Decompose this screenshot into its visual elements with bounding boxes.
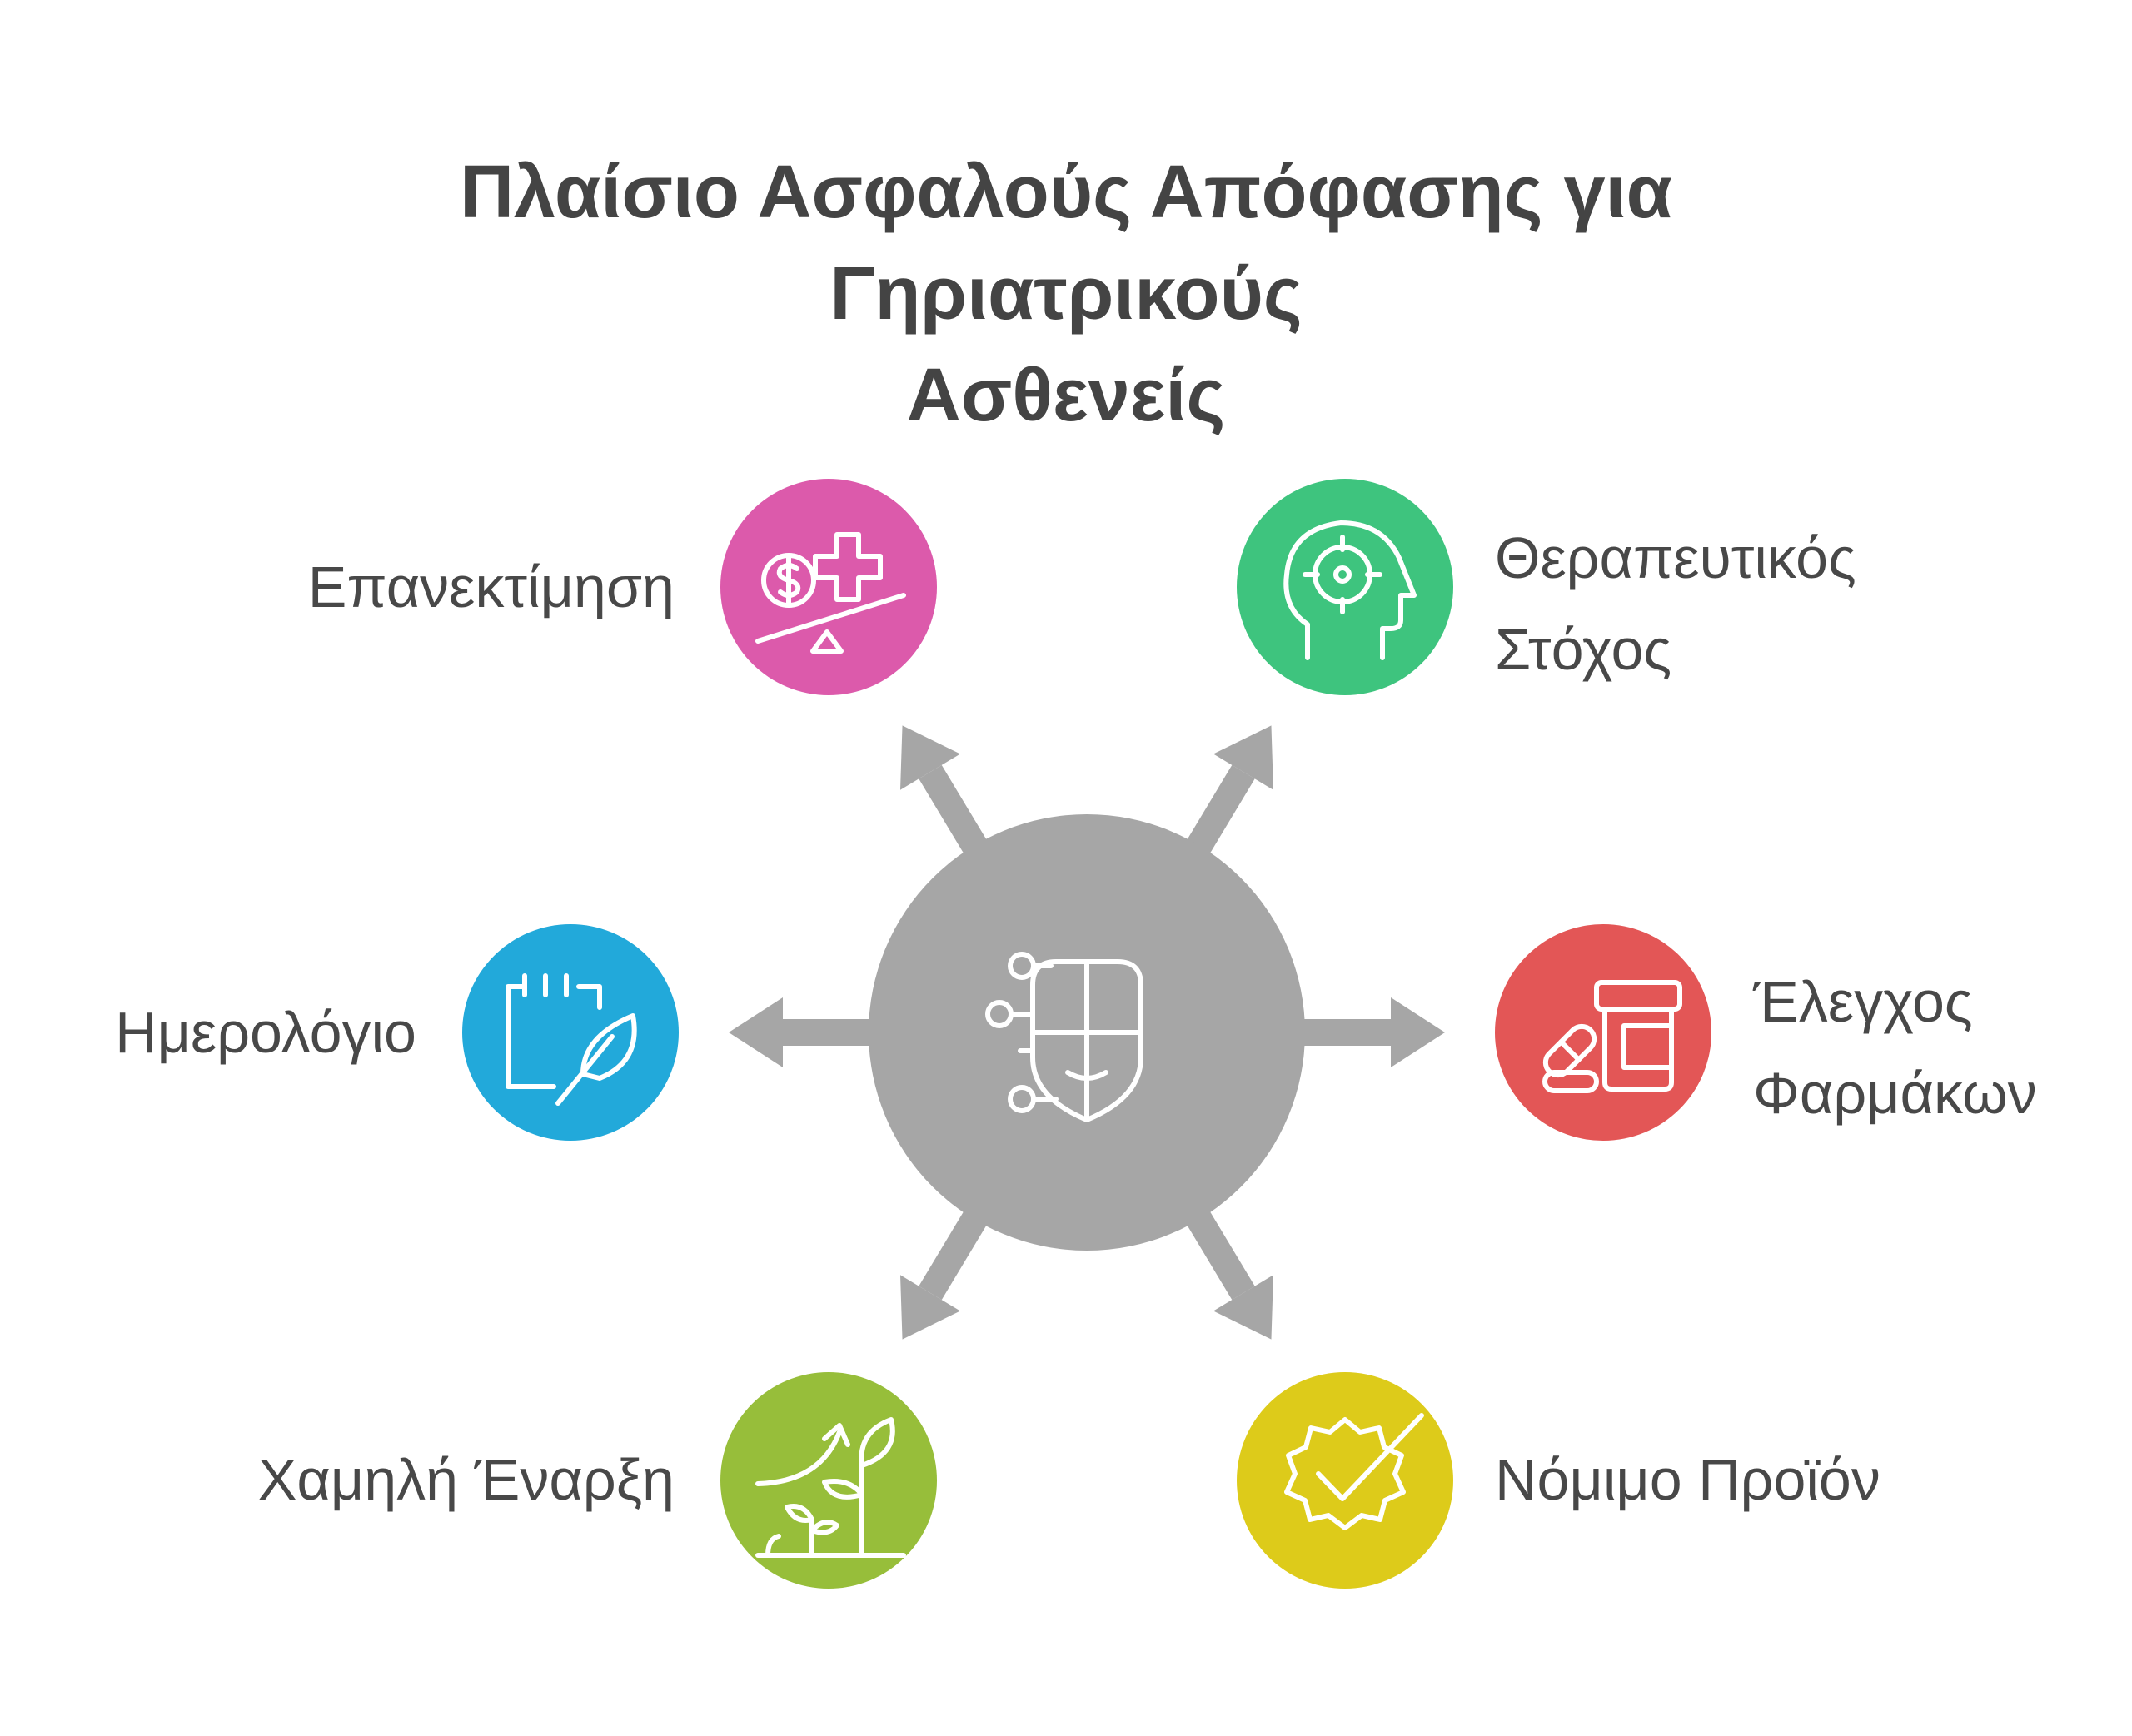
- node-circle-therapeutic-goal: [1237, 479, 1453, 695]
- label-medication-control-line-2: Φαρμάκων: [1753, 1061, 2037, 1126]
- diagram-title: Πλαίσιο Ασφαλούς Απόφασης για Γηριατρικο…: [233, 142, 1899, 446]
- scale-money-health-icon: [755, 532, 906, 654]
- label-low-start: Χαμηλή Έναρξη: [257, 1447, 675, 1512]
- badge-check-icon: [1284, 1413, 1424, 1530]
- label-medication-control: Έλεγχος Φαρμάκων: [1753, 956, 2037, 1139]
- node-circle-diary: [462, 924, 679, 1141]
- label-legal-product: Νόμιμο Προϊόν: [1495, 1447, 1880, 1512]
- label-diary: Ημερολόγιο: [115, 1000, 416, 1065]
- node-circle-legal-product: [1237, 1372, 1453, 1589]
- title-line-2: Ασθενείς: [906, 354, 1226, 437]
- label-therapeutic-goal-line-2: Στόχος: [1495, 617, 1672, 682]
- pill-bottle-icon: [1542, 980, 1682, 1093]
- label-reassessment: Επανεκτίμηση: [307, 555, 675, 619]
- calendar-quill-icon: [506, 973, 637, 1106]
- node-circle-reassessment: [720, 479, 937, 695]
- label-therapeutic-goal: Θεραπευτικός Στόχος: [1495, 512, 1856, 695]
- ai-face-circuit-icon: [985, 952, 1143, 1122]
- label-therapeutic-goal-line-1: Θεραπευτικός: [1495, 525, 1856, 590]
- plant-growth-icon: [755, 1417, 906, 1558]
- head-target-icon: [1283, 520, 1417, 660]
- label-medication-control-line-1: Έλεγχος: [1753, 969, 1973, 1034]
- title-line-1: Πλαίσιο Ασφαλούς Απόφασης για Γηριατρικο…: [460, 151, 1672, 336]
